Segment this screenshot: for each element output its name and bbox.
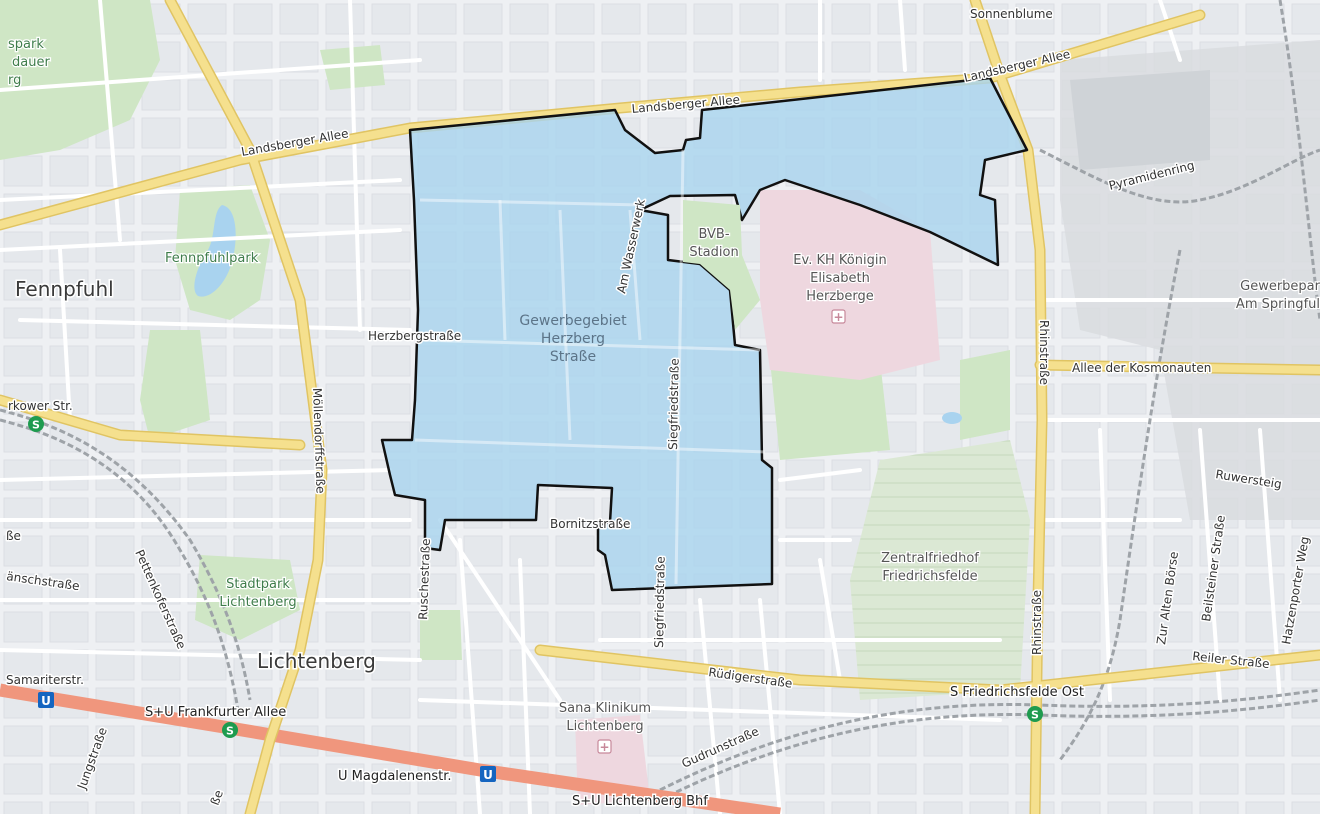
park-label-fennpfuhlpark: Fennpfuhlpark <box>165 251 259 266</box>
park-label-stadtpark-line1: Stadtpark <box>226 577 290 592</box>
poi-label-bvb-line2: Stadion <box>689 245 738 260</box>
park-label-zentralfriedhof-line2: Friedrichsfelde <box>882 569 977 584</box>
sbahn-icon-glyph: S <box>1031 709 1039 722</box>
hospital-cross-glyph: + <box>599 740 609 754</box>
street-label-allee-der-kosmonauten: Allee der Kosmonauten <box>1072 361 1211 375</box>
hospital-cross-glyph: + <box>833 310 843 324</box>
street-label-siegfriedstrasse-2: Siegfriedstraße <box>652 556 668 648</box>
station-label-friedrichsfelde-ost: S Friedrichsfelde Ost <box>950 685 1084 700</box>
street-label-rhinstrasse-2: Rhinstraße <box>1030 590 1044 655</box>
green-south-hospital <box>770 360 890 460</box>
ubahn-icon-glyph: U <box>41 694 51 708</box>
poi-label-hospital-line1: Ev. KH Königin <box>793 253 886 268</box>
industrial-area-top <box>1070 70 1210 170</box>
park-strip-west <box>140 330 210 440</box>
street-label-rhinstrasse-1: Rhinstraße <box>1037 320 1051 385</box>
street-label-bornitzstrasse: Bornitzstraße <box>550 517 630 531</box>
highlight-area-label-line3: Straße <box>550 349 596 365</box>
green-small-south <box>420 610 462 660</box>
poi-label-hospital-line2: Elisabeth <box>810 271 870 286</box>
sbahn-icon-frankfurter-allee[interactable]: S <box>222 722 238 738</box>
stadtpark-lichtenberg-area <box>195 555 300 640</box>
park-label-top-left-line1: spark <box>8 37 44 52</box>
street-label-se-bottom: ße <box>208 788 226 807</box>
hospital-icon-herzberge[interactable]: + <box>831 309 846 324</box>
station-label-magdalenenstr: U Magdalenenstr. <box>338 769 452 784</box>
poi-label-sana-line2: Lichtenberg <box>566 719 643 734</box>
street-label-sonnenblume: Sonnenblume <box>970 7 1053 21</box>
poi-label-gewerbe-line1: Gewerbepar <box>1240 279 1320 294</box>
sbahn-icon-glyph: S <box>32 419 40 432</box>
pond-east <box>942 412 962 424</box>
hospital-area <box>760 190 940 380</box>
poi-label-bvb-line1: BVB- <box>698 227 729 242</box>
highlight-area-label-line1: Gewerbegebiet <box>519 313 627 329</box>
poi-label-sana-line1: Sana Klinikum <box>559 701 651 716</box>
park-label-stadtpark-line2: Lichtenberg <box>219 595 296 610</box>
internal-roads <box>414 149 766 585</box>
sbahn-icon-friedrichsfelde-ost[interactable]: S <box>1027 706 1043 722</box>
park-label-zentralfriedhof-line1: Zentralfriedhof <box>881 551 979 566</box>
ubahn-icon-glyph: U <box>483 768 493 782</box>
green-east <box>960 350 1010 440</box>
fennpfuhl-lake <box>194 205 236 297</box>
bvb-stadion-area <box>683 200 760 330</box>
highlight-area-label-line2: Herzberg <box>541 331 605 347</box>
park-label-top-left-line2: dauer <box>12 55 50 70</box>
sbahn-icon-glyph: S <box>226 725 234 738</box>
street-label-herzbergstrasse: Herzbergstraße <box>368 329 461 343</box>
zentralfriedhof-area <box>850 440 1030 700</box>
station-label-frankfurter-allee: S+U Frankfurter Allee <box>145 705 286 720</box>
street-label-rkower-str: rkower Str. <box>8 399 73 413</box>
ubahn-icon-magdalenenstr[interactable]: U <box>480 766 496 782</box>
street-label-sse: ße <box>6 529 21 543</box>
district-label-lichtenberg: Lichtenberg <box>257 649 376 673</box>
ubahn-icon-samariterstr[interactable]: U <box>38 692 54 708</box>
street-label-moellendorffstrasse: Möllendorffstraße <box>310 388 328 494</box>
park-label-top-left-line3: rg <box>8 73 21 88</box>
street-label-samariterstr: Samariterstr. <box>6 673 84 687</box>
ubahn-line-frankfurter-allee <box>0 683 781 814</box>
street-label-ruschestrasse: Ruschestraße <box>416 538 433 620</box>
station-label-lichtenberg-bhf: S+U Lichtenberg Bhf <box>572 794 708 809</box>
district-label-fennpfuhl: Fennpfuhl <box>15 277 114 301</box>
poi-label-gewerbe-line2: Am Springful <box>1236 297 1320 312</box>
sbahn-icon-rkower[interactable]: S <box>28 416 44 432</box>
poi-label-hospital-line3: Herzberge <box>806 289 874 304</box>
hospital-icon-sana[interactable]: + <box>597 739 612 754</box>
park-top-left <box>0 0 160 160</box>
street-label-siegfriedstrasse-1: Siegfriedstraße <box>666 358 682 450</box>
